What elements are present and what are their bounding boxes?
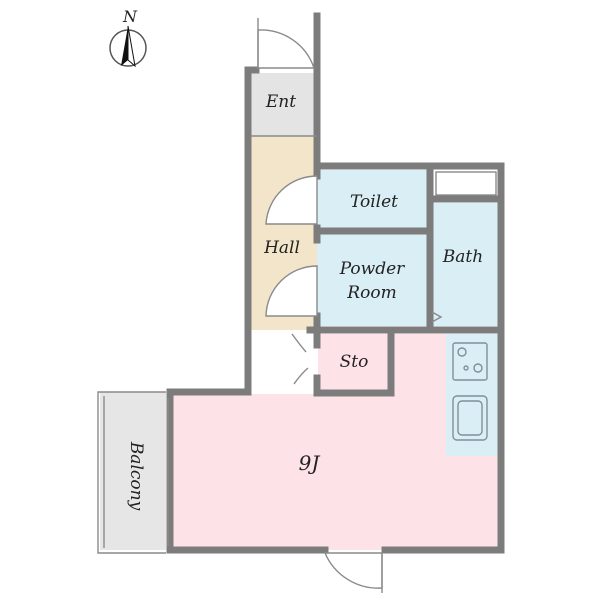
closet-door (291, 333, 309, 385)
north-label: N (122, 7, 138, 26)
label-bath: Bath (442, 247, 483, 267)
bath-door-tick (431, 311, 443, 323)
sink-icon (452, 395, 488, 441)
burner-icon (457, 347, 467, 357)
balcony-floor (100, 392, 166, 550)
burner-icon (473, 363, 483, 373)
stove-icon (452, 342, 488, 381)
living-door (323, 552, 383, 589)
outer-wall (313, 12, 505, 554)
label-powder-room-line1: Powder (339, 259, 405, 279)
balcony-outline (97, 391, 166, 554)
label-toilet: Toilet (350, 192, 398, 212)
burner-icon (463, 365, 469, 371)
bath-floor (433, 203, 498, 326)
label-entrance: Ent (265, 92, 296, 112)
living-floor-left (170, 394, 318, 550)
sink-basin-icon (457, 400, 483, 436)
powder-door (265, 265, 318, 317)
toilet-floor (317, 170, 429, 230)
label-balcony: Balcony (126, 441, 146, 511)
label-powder-room-line2: Room (346, 283, 396, 303)
compass: N (109, 7, 147, 68)
label-living: 9J (299, 451, 321, 475)
window-panel (435, 171, 497, 196)
label-storage: Sto (340, 352, 369, 372)
compass-needle-light-icon (127, 25, 136, 68)
entrance-door-swing (257, 29, 315, 69)
label-hall: Hall (263, 238, 300, 258)
powder-room-floor (317, 234, 429, 326)
toilet-door (265, 175, 318, 225)
entrance-floor (251, 73, 317, 136)
closet-cutout (170, 334, 318, 394)
